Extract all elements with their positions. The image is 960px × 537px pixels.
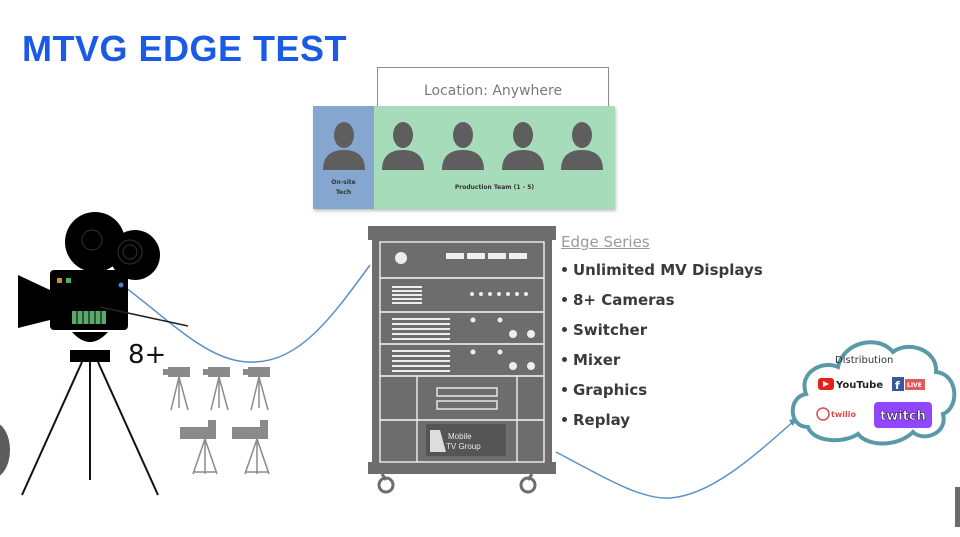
feature-item: Replay: [560, 408, 763, 438]
equipment-rack-icon: Mobile TV Group: [368, 226, 556, 494]
twitch-label: twitch: [880, 409, 926, 424]
scroll-edge-marker: [955, 487, 960, 527]
feature-text: 8+ Cameras: [573, 291, 675, 309]
person-icon: [502, 122, 544, 170]
person-icon: [323, 122, 365, 170]
onsite-label-line2: Tech: [335, 189, 352, 196]
rack-brand-line2: TV Group: [446, 442, 481, 451]
feature-text: Mixer: [573, 351, 621, 369]
small-camera-icon: [163, 367, 190, 411]
production-team-label: Production Team (1 - 5): [454, 184, 535, 191]
person-icon: [561, 122, 603, 170]
feature-item: Mixer: [560, 348, 763, 378]
bullet-icon: [562, 326, 567, 332]
edge-features-list: Unlimited MV Displays 8+ Cameras Switche…: [560, 258, 763, 438]
person-icon: [382, 122, 424, 170]
facebook-live-logo: f LIVE: [892, 377, 925, 392]
facebook-live-label: LIVE: [907, 382, 922, 389]
feature-text: Switcher: [573, 321, 648, 339]
onsite-tech-section: On-site Tech: [313, 106, 374, 209]
youtube-label: YouTube: [835, 380, 883, 391]
distribution-cloud-icon: YouTube f LIVE twilio twitch: [790, 340, 957, 446]
youtube-logo: YouTube: [818, 378, 883, 391]
small-camera-icon: [203, 367, 230, 411]
onsite-label: On-site Tech: [313, 178, 374, 198]
feature-item: Graphics: [560, 378, 763, 408]
small-camera-icon: [243, 367, 270, 411]
distribution-label: Distribution: [835, 355, 894, 366]
camera-to-rack-connector: [121, 264, 371, 363]
rack-to-cloud-connector: [555, 419, 796, 499]
team-panel: On-site Tech Production Team (1 - 5): [313, 106, 615, 209]
slide-title: MTVG EDGE TEST: [22, 28, 348, 69]
feature-item: 8+ Cameras: [560, 288, 763, 318]
rack-brand-line1: Mobile: [448, 432, 472, 441]
bullet-icon: [562, 266, 567, 272]
feature-item: Unlimited MV Displays: [560, 258, 763, 288]
edge-series-title: Edge Series: [561, 233, 650, 251]
location-label: Location: Anywhere: [423, 83, 563, 99]
svg-text:f: f: [895, 379, 900, 392]
location-box: Location: Anywhere: [377, 67, 609, 107]
twilio-logo: twilio: [816, 407, 856, 421]
camera-count-label: 8+: [128, 340, 167, 370]
feature-text: Graphics: [573, 381, 648, 399]
studio-camera-icon: [180, 420, 218, 475]
person-icon: [442, 122, 484, 170]
bullet-icon: [562, 296, 567, 302]
studio-camera-icon: [232, 420, 270, 475]
bullet-icon: [562, 416, 567, 422]
onsite-label-line1: On-site: [331, 179, 356, 186]
bullet-icon: [562, 386, 567, 392]
bullet-icon: [562, 356, 567, 362]
feature-text: Unlimited MV Displays: [573, 261, 763, 279]
feature-text: Replay: [573, 411, 631, 429]
feature-item: Switcher: [560, 318, 763, 348]
twilio-label: twilio: [831, 410, 856, 419]
production-team-section: Production Team (1 - 5): [374, 106, 615, 209]
partial-circle-shape: [0, 422, 10, 478]
twitch-logo: twitch: [874, 402, 932, 428]
